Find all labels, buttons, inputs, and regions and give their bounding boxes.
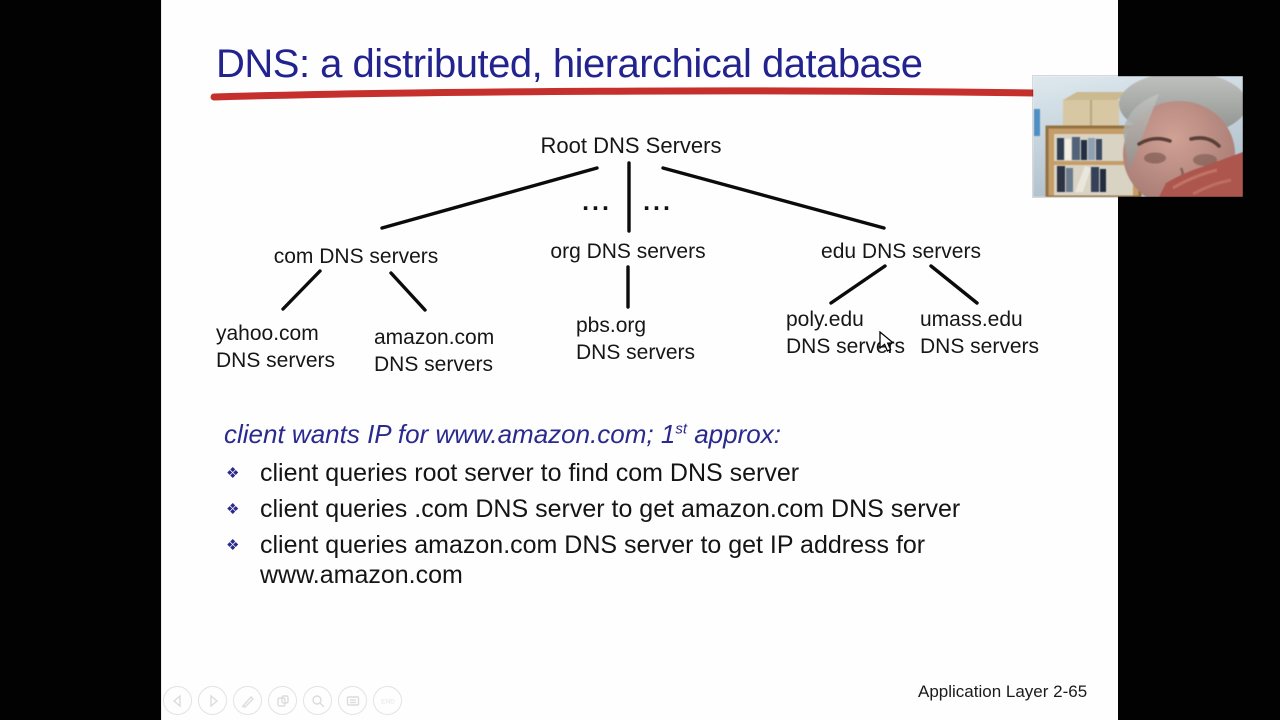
list-item: ❖ client queries amazon.com DNS server t… [226, 531, 926, 589]
tree-leaf-yahoo: yahoo.com DNS servers [216, 322, 336, 372]
tree-leaf-amazon: amazon.com DNS servers [374, 326, 495, 376]
tree-node-root: Root DNS Servers [540, 133, 722, 158]
presenter-webcam-video[interactable] [1033, 76, 1243, 197]
slide-footer: Application Layer 2-65 [918, 682, 1088, 701]
tree-node-com: com DNS servers [273, 245, 439, 268]
tree-ellipsis-left: ... [582, 188, 612, 216]
webcam-picture [1033, 76, 1243, 197]
end-icon: END [381, 698, 395, 705]
list-item: ❖ client queries root server to find com… [226, 459, 800, 487]
tree-leaf-umass: umass.edu DNS servers [920, 308, 1040, 358]
tree-leaf-poly: poly.edu DNS servers [786, 308, 906, 358]
diamond-bullet-icon: ❖ [226, 465, 240, 482]
presentation-toolbar: END [163, 686, 402, 715]
screen-icon [346, 695, 359, 706]
slide-canvas [161, 0, 1118, 720]
frames-button[interactable] [268, 686, 297, 715]
bullet-list: ❖ client queries root server to find com… [226, 458, 1056, 590]
frames-icon [276, 694, 289, 707]
tree-node-edu: edu DNS servers [821, 240, 981, 263]
magnifier-icon [311, 694, 324, 707]
section-heading: client wants IP for www.amazon.com; 1st … [224, 419, 781, 449]
list-item: ❖ client queries .com DNS server to get … [226, 495, 961, 523]
next-slide-button[interactable] [198, 686, 227, 715]
next-arrow-icon [209, 694, 218, 707]
pen-tool-button[interactable] [233, 686, 262, 715]
tree-leaf-pbs: pbs.org DNS servers [576, 314, 696, 364]
show-taskbar-button[interactable] [338, 686, 367, 715]
mouse-cursor [879, 331, 895, 352]
pen-icon [241, 695, 254, 708]
diamond-bullet-icon: ❖ [226, 501, 240, 518]
books [1057, 137, 1106, 192]
tree-ellipsis-right: ... [643, 188, 673, 216]
slide-title: DNS: a distributed, hierarchical databas… [216, 42, 923, 86]
previous-arrow-icon [172, 694, 181, 707]
svg-text:END: END [381, 698, 395, 705]
tree-node-org: org DNS servers [550, 240, 706, 263]
diamond-bullet-icon: ❖ [226, 537, 240, 554]
end-show-button[interactable]: END [373, 686, 402, 715]
zoom-button[interactable] [303, 686, 332, 715]
previous-slide-button[interactable] [163, 686, 192, 715]
